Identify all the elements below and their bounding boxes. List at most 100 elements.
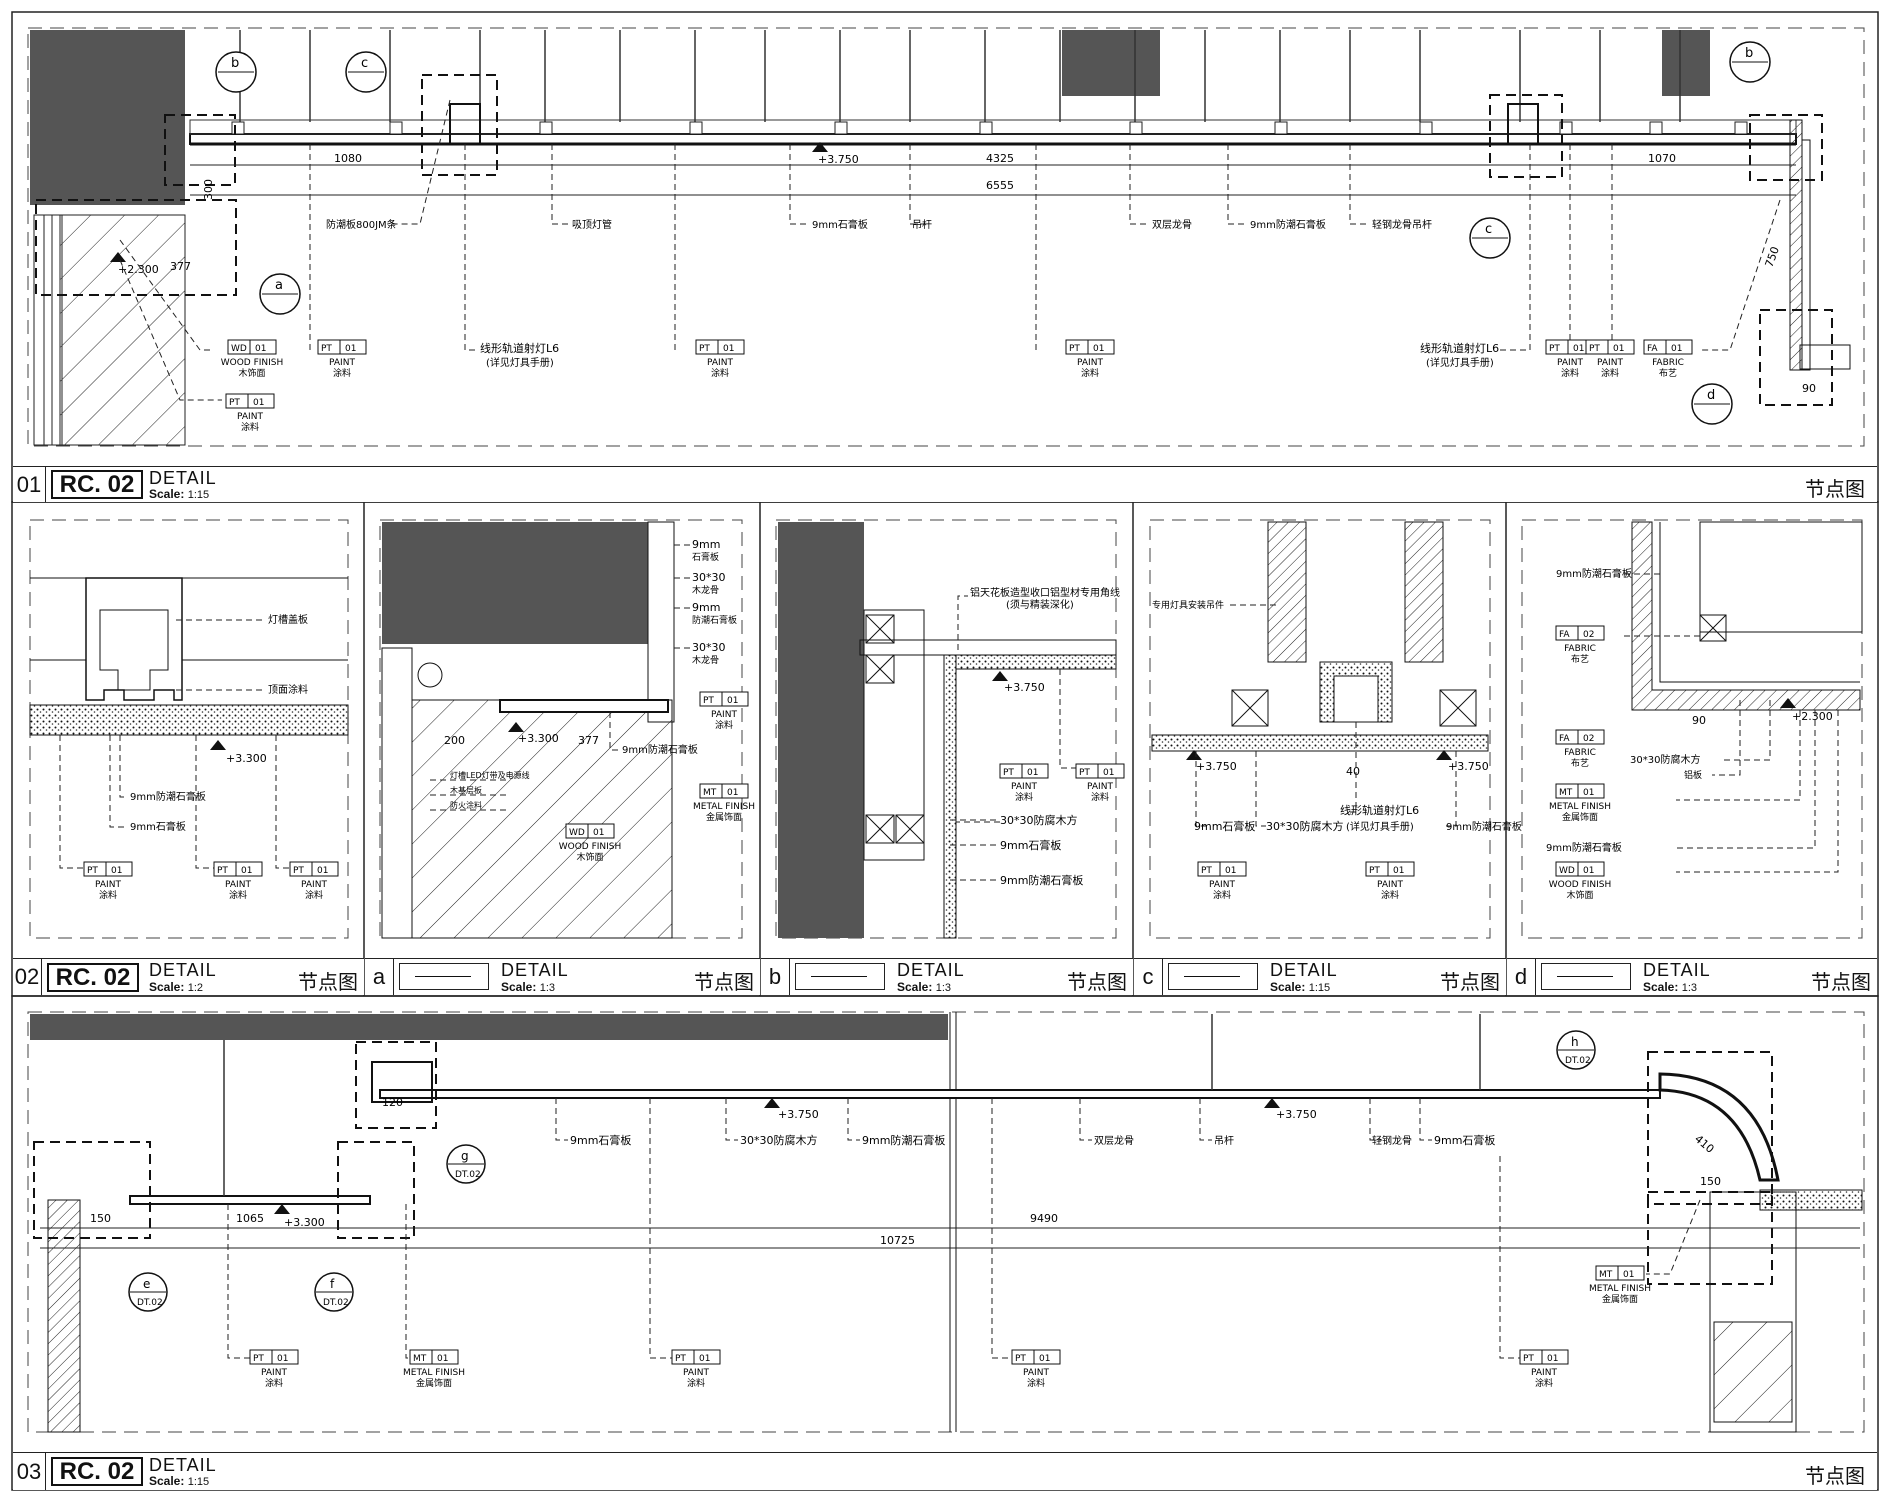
detail-ref: RC. 02: [51, 1457, 143, 1486]
tag-code: PT: [1589, 344, 1600, 354]
p2-note-7: 木龙骨: [692, 654, 719, 666]
p1-note-3: 9mm石膏板: [130, 820, 186, 833]
scale-value: 1:3: [935, 982, 951, 994]
tag-en-name: WOOD FINISH: [1549, 880, 1612, 890]
tag-number: 01: [1623, 1270, 1634, 1280]
tag-en-name: PAINT: [1597, 358, 1623, 368]
callout-b2-label: b: [1745, 46, 1753, 61]
p5-dim-90: 90: [1692, 714, 1706, 727]
b-dim-1065: 1065: [236, 1212, 264, 1225]
b-note-4: 吊杆: [1214, 1135, 1234, 1147]
callout-d-label: d: [1707, 388, 1715, 403]
p2-note-12: 防火涂料: [450, 800, 482, 810]
detail-number: 02: [13, 959, 42, 995]
tag-en-name: PAINT: [1377, 880, 1403, 890]
detail-title: DETAIL: [501, 960, 569, 980]
scale-value: 1:15: [187, 1476, 210, 1488]
b-note-5: 轻钢龙骨: [1372, 1134, 1412, 1147]
tag-en-name: FABRIC: [1564, 748, 1596, 758]
tag-number: 01: [1547, 1354, 1558, 1364]
p2-note-3: 木龙骨: [692, 584, 719, 596]
tag-cn-name: 布艺: [1659, 367, 1677, 379]
p4-note-3: 线形轨道射灯L6: [1340, 803, 1419, 817]
tag-code: MT: [703, 788, 717, 798]
tag-number: 01: [277, 1354, 288, 1364]
tag-code: PT: [321, 344, 332, 354]
tag-code: PT: [1079, 768, 1090, 778]
b-note-6: 9mm石膏板: [1434, 1133, 1495, 1147]
tag-number: 01: [1393, 866, 1404, 876]
tag-en-name: PAINT: [1531, 1368, 1557, 1378]
p3-note-0: 铝天花板造型收口铝型材专用角线: [970, 586, 1120, 599]
scale-label: Scale:: [1270, 980, 1306, 994]
note-hanger: 吊杆: [912, 219, 932, 231]
tag-cn-name: 布艺: [1571, 653, 1589, 665]
elevation-marker: [110, 252, 126, 262]
tag-number: 01: [253, 398, 264, 408]
p4-elevation-left: +3.750: [1196, 760, 1237, 773]
note-light-l6: 线形轨道射灯L6: [480, 341, 559, 355]
tag-number: 02: [1583, 734, 1594, 744]
tag-code: PT: [703, 696, 714, 706]
tag-en-name: PAINT: [1023, 1368, 1049, 1378]
detail-number: b: [761, 959, 790, 995]
detail-ref: RC. 02: [51, 470, 143, 499]
b-callout-f: f: [330, 1277, 335, 1291]
dim-300: 300: [202, 179, 215, 200]
dim-377: 377: [170, 260, 191, 273]
dim-6555: 6555: [986, 179, 1014, 192]
tag-number: 01: [1671, 344, 1682, 354]
tag-en-name: PAINT: [711, 710, 737, 720]
detail-ref: [399, 963, 489, 990]
b-dim-9490: 9490: [1030, 1212, 1058, 1225]
ref-placeholder-line: [415, 976, 471, 977]
detail-ref: RC. 02: [47, 963, 139, 992]
b-dim-150b: 150: [1700, 1175, 1721, 1188]
tag-code: MT: [1559, 788, 1573, 798]
detail-scale: Scale: 1:3: [897, 980, 951, 994]
tag-cn-name: 涂料: [1081, 367, 1099, 379]
tag-en-name: PAINT: [329, 358, 355, 368]
tag-code: PT: [675, 1354, 686, 1364]
tag-number: 01: [1103, 768, 1114, 778]
tag-code: FA: [1647, 344, 1658, 354]
note-light-trough: 吸顶灯管: [572, 218, 612, 231]
p3-note-3: 9mm石膏板: [1000, 838, 1061, 852]
tag-cn-name: 涂料: [1015, 791, 1033, 803]
detail-cn-label: 节点图: [1440, 972, 1500, 994]
detail-scale: Scale: 1:15: [1270, 980, 1330, 994]
p4-note-1: 9mm石膏板: [1194, 819, 1255, 833]
tag-code: WD: [231, 344, 247, 354]
p2-elevation: +3.300: [518, 732, 559, 745]
tag-number: 01: [1027, 768, 1038, 778]
tag-en-name: PAINT: [1077, 358, 1103, 368]
elevation-2300: +2.300: [118, 263, 159, 276]
tag-number: 01: [1093, 344, 1104, 354]
note-keel: 双层龙骨: [1152, 218, 1192, 231]
p2-note-10: 灯槽LED灯带及电源线: [450, 770, 530, 780]
b-elevation-2: +3.300: [284, 1216, 325, 1229]
section-03-drawing: 1065 9490 10725 150 120 150 410 +3.750 +…: [27, 1011, 1865, 1433]
tag-cn-name: 涂料: [305, 889, 323, 901]
detail-cn-label: 节点图: [1805, 1466, 1865, 1488]
b-callout-e: e: [143, 1277, 150, 1291]
note-light-l6-2: 线形轨道射灯L6: [1420, 341, 1499, 355]
b-callout-g: g: [461, 1149, 469, 1163]
p4-note-0: 专用灯具安装吊件: [1152, 599, 1224, 611]
tag-en-name: PAINT: [261, 1368, 287, 1378]
detail-number: c: [1134, 959, 1163, 995]
tag-en-name: PAINT: [1087, 782, 1113, 792]
tag-number: 01: [1225, 866, 1236, 876]
